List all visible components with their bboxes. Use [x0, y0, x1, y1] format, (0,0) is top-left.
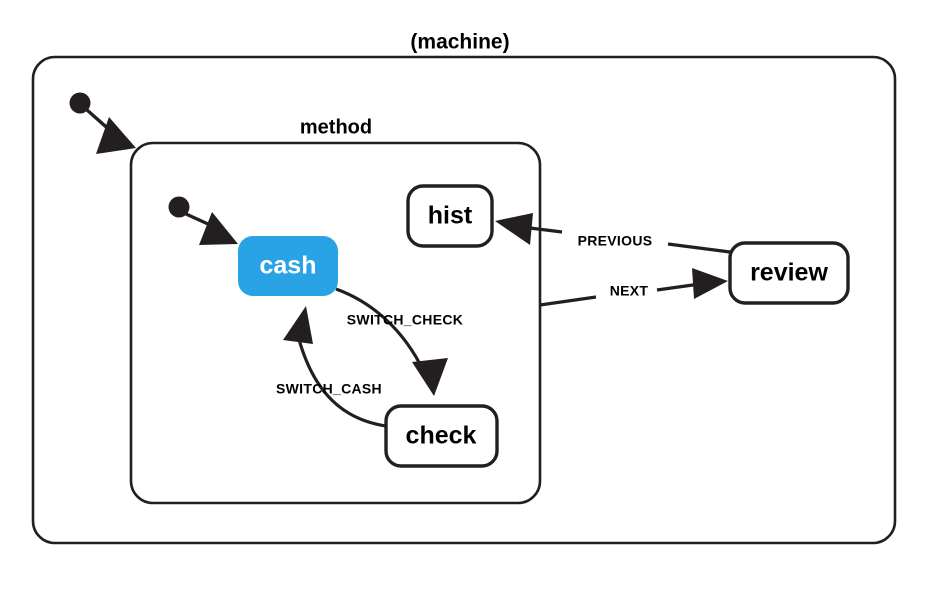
method-initial-arrowhead	[199, 212, 238, 245]
method-initial-stem	[185, 212, 209, 226]
transition-cash-to-check-path	[335, 287, 426, 373]
machine-initial-marker	[69, 92, 136, 154]
state-cash[interactable]: cash	[238, 236, 338, 296]
state-review-label: review	[750, 259, 828, 287]
transition-cash-to-check-label: SWITCH_CHECK	[347, 312, 463, 328]
method-region-box[interactable]	[129, 141, 542, 505]
state-review[interactable]: review	[728, 241, 850, 305]
transition-check-to-cash-label: SWITCH_CASH	[276, 381, 382, 397]
method-region-label: method	[300, 116, 372, 138]
machine-initial-arrowhead	[96, 117, 136, 154]
transition-method-to-review[interactable]: NEXT	[539, 268, 728, 307]
state-check[interactable]: check	[384, 404, 499, 468]
state-hist-box	[406, 184, 494, 248]
transition-review-to-hist[interactable]: PREVIOUS	[495, 213, 731, 254]
transition-review-to-hist-path	[529, 226, 731, 254]
method-initial-marker	[168, 196, 238, 245]
transition-method-to-review-path	[539, 282, 701, 307]
transition-check-to-cash[interactable]: SWITCH_CASH	[276, 306, 387, 428]
state-cash-label: cash	[260, 252, 317, 280]
state-check-label: check	[406, 422, 477, 450]
state-hist[interactable]: hist	[406, 184, 494, 248]
machine-initial-dot	[69, 92, 91, 114]
machine-region-box	[31, 55, 897, 545]
transition-check-to-cash-path	[295, 331, 387, 428]
state-check-box	[384, 404, 499, 468]
transition-cash-to-check-arrowhead	[412, 358, 448, 396]
transition-review-to-hist-label: PREVIOUS	[578, 233, 653, 249]
method-initial-dot	[168, 196, 190, 218]
transition-method-to-review-label: NEXT	[610, 283, 649, 299]
transition-cash-to-check[interactable]: SWITCH_CHECK	[335, 287, 463, 396]
transition-method-to-review-arrowhead	[692, 268, 728, 299]
state-review-box	[728, 241, 850, 305]
machine-region-label: (machine)	[410, 31, 509, 54]
state-hist-label: hist	[428, 202, 473, 230]
transition-review-to-hist-arrowhead	[495, 213, 533, 245]
transition-check-to-cash-arrowhead	[283, 306, 313, 344]
state-cash-box	[238, 236, 338, 296]
